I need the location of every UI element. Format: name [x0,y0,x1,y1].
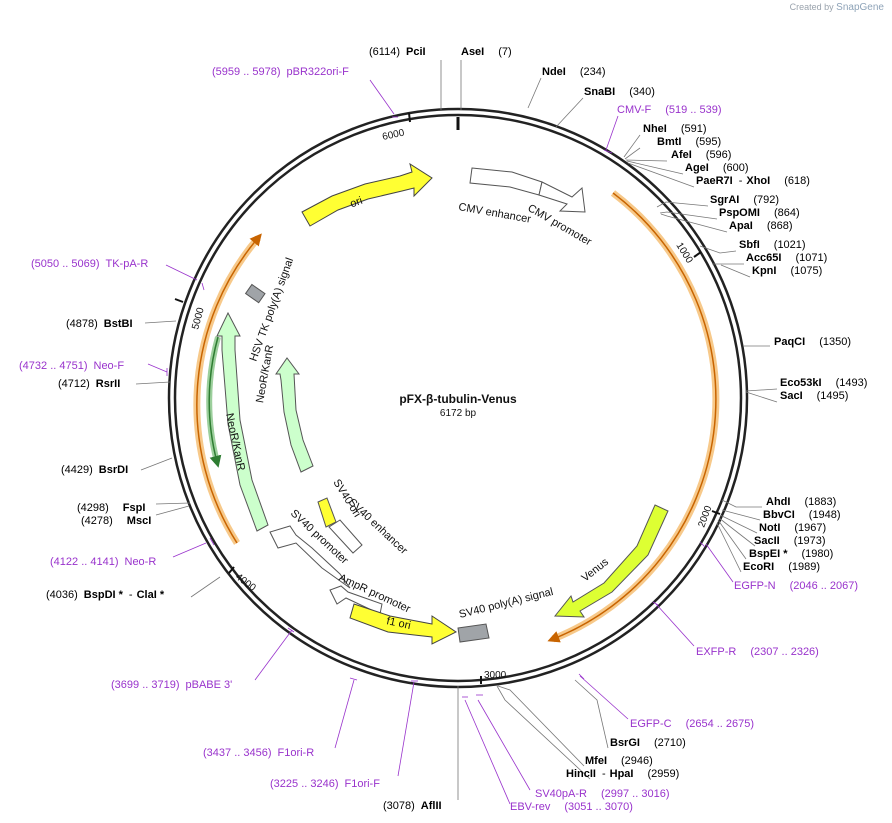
feature-ori[interactable] [301,162,433,227]
primer-ebv-rev: EBV-rev(3051 .. 3070) [510,801,633,813]
enzyme-hincii-hpai: HincII-HpaI(2959) [566,768,679,780]
snapgene-credit: Created by SnapGene [790,2,884,13]
enzyme-bspdi-clai: (4036)BspDI *-ClaI * [46,589,165,601]
enzyme-snabI: SnaBI(340) [584,86,655,98]
enzyme-fspI: (4298)FspI [77,502,145,514]
backbone-inner [173,113,743,683]
feature-venus[interactable] [553,504,669,618]
primer-labels: (5959 .. 5978)pBR322ori-F CMV-F(519 .. 5… [19,66,858,813]
enzyme-acc65I: Acc65I(1071) [746,252,827,264]
enzyme-leaders [135,60,778,800]
orf-arc-kan [208,336,222,468]
tick-label-4000: 4000 [233,572,258,594]
enzyme-sacI: SacI(1495) [780,390,848,402]
feature-label-sv40-polya: SV40 poly(A) signal [458,586,555,621]
enzyme-mscI: (4278)MscI [81,515,151,527]
enzyme-paqcI: PaqCI(1350) [774,336,851,348]
enzyme-bmtI: BmtI(595) [657,136,721,148]
primer-f1ori-f: (3225 .. 3246)F1ori-F [270,778,380,790]
enzyme-sacII: SacII(1973) [754,535,825,547]
tick-label-6000: 6000 [381,127,405,142]
enzyme-mfeI: MfeI(2946) [585,755,653,767]
enzyme-pspomI: PspOMI(864) [719,207,800,219]
feature-sv40-ori[interactable] [317,497,337,528]
primer-exfp-r: EXFP-R(2307 .. 2326) [696,646,819,658]
feature-hsv-tk-polya[interactable] [244,283,266,304]
enzyme-ageI: AgeI(600) [685,162,749,174]
primer-egfp-c: EGFP-C(2654 .. 2675) [630,718,754,730]
enzyme-paer7i-xhoi: PaeR7I-XhoI(618) [696,175,810,187]
primer-neo-r: (4122 .. 4141)Neo-R [50,556,156,568]
primer-egfp-n: EGFP-N(2046 .. 2067) [734,580,858,592]
plasmid-name: pFX-β-tubulin-Venus [399,392,517,406]
feature-ampr-promoter[interactable] [329,585,383,615]
enzyme-notI: NotI(1967) [759,522,826,534]
enzyme-nheI: NheI(591) [643,123,707,135]
enzyme-aseI: AseI(7) [461,46,512,58]
primer-leaders [147,79,734,805]
enzyme-rsrII: (4712)RsrII [58,378,120,390]
enzyme-bspeI: BspEI *(1980) [749,548,833,560]
feature-neor-kanr-inner[interactable] [275,357,314,473]
credit-text: Created by [789,2,834,12]
feature-neor-kanr-outer[interactable] [216,311,269,532]
plasmid-size: 6172 bp [440,408,477,419]
enzyme-bbvcI: BbvCI(1948) [763,509,841,521]
feature-cmv-enhancer[interactable] [469,167,543,196]
enzyme-apaI: ApaI(868) [729,220,793,232]
primer-cmv-f: CMV-F(519 .. 539) [617,104,722,116]
orf-arc-neo [196,233,262,544]
feature-f1-ori[interactable] [349,603,457,645]
enzyme-bsrgI: BsrGI(2710) [610,737,686,749]
primer-pbr322ori-f: (5959 .. 5978)pBR322ori-F [212,66,349,78]
primer-tk-pa-r: (5050 .. 5069)TK-pA-R [31,258,148,270]
enzyme-aflII: (3078)AflII [383,800,442,812]
snapgene-logo: SnapGene [836,2,884,13]
feature-sv40-enhancer[interactable] [328,519,363,554]
enzyme-sbfI: SbfI(1021) [739,239,806,251]
enzyme-pciI: (6114)PciI [369,46,426,58]
feature-sv40-polya[interactable] [457,623,490,643]
tick-label-3000: 3000 [484,670,507,681]
primer-sv40pa-r: SV40pA-R(2997 .. 3016) [535,788,669,800]
enzyme-bsrdI: (4429)BsrDI [61,464,128,476]
tick-label-5000: 5000 [190,306,206,331]
enzyme-afeI: AfeI(596) [671,149,731,161]
primer-f1ori-r: (3437 .. 3456)F1ori-R [203,747,314,759]
enzyme-eco53kI: Eco53kI(1493) [780,377,867,389]
enzyme-ahdI: AhdI(1883) [766,496,836,508]
enzyme-labels: (6114)PciI AseI(7) NdeI(234) SnaBI(340) … [46,46,867,812]
feature-label-cmv-enhancer: CMV enhancer [457,201,532,226]
primer-pbabe-3: (3699 .. 3719)pBABE 3' [111,679,232,691]
feature-sv40-promoter[interactable] [269,525,351,589]
enzyme-ecorI: EcoRI(1989) [743,561,820,573]
primer-neo-f: (4732 .. 4751)Neo-F [19,360,124,372]
orf-arc-venus [547,192,717,643]
enzyme-ndeI: NdeI(234) [542,66,606,78]
enzyme-kpnI: KpnI(1075) [752,265,822,277]
feature-cmv-promoter[interactable] [538,181,586,213]
feature-label-ori: ori [349,195,365,210]
enzyme-sgraI: SgrAI(792) [710,194,779,206]
tick-6000: 6000 [381,112,411,143]
feature-label-f1-ori: f1 ori [385,615,411,632]
enzyme-bstbI: (4878)BstBI [66,318,133,330]
tick-3000: 3000 [480,670,507,684]
